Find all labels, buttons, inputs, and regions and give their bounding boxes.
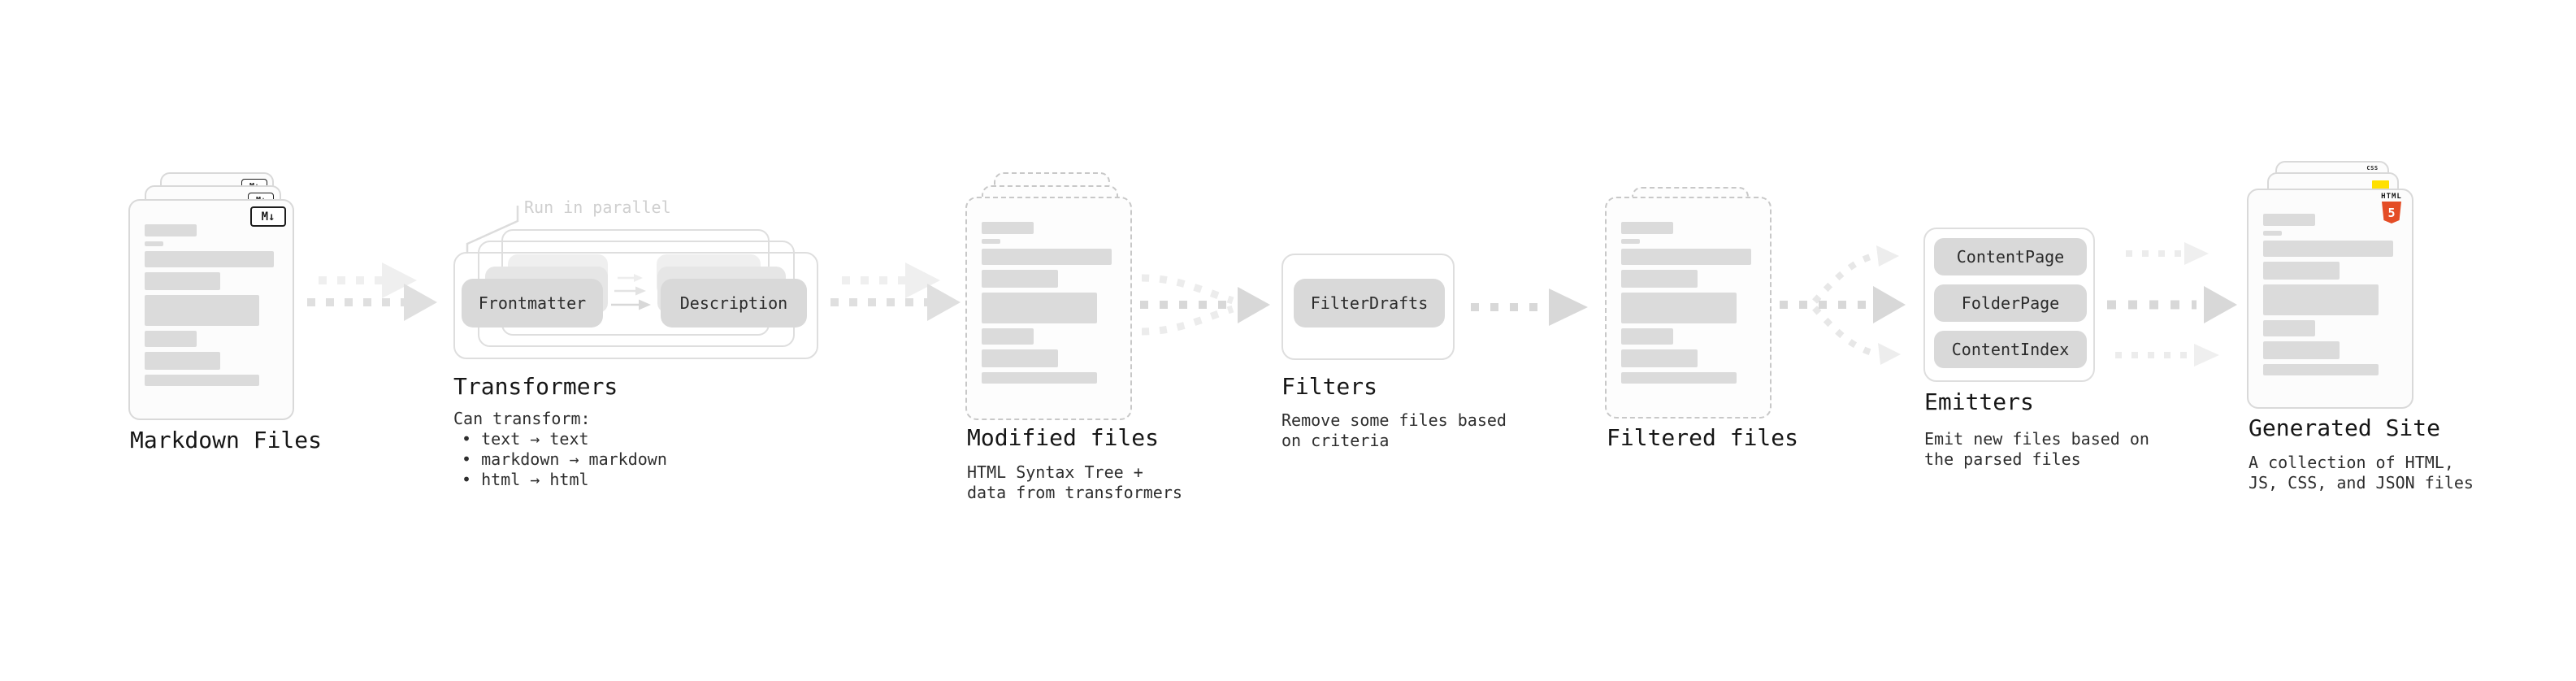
stage-details-emitters: Emit new files based on the parsed files [1924, 429, 2149, 470]
document-text-skeleton [1621, 222, 1755, 384]
arrow-modified-to-filters [1140, 274, 1270, 336]
stage-details-filters: Remove some files based on criteria [1281, 410, 1507, 451]
stage-title-transformers: Transformers [453, 373, 618, 400]
stage-details-generated-site: A collection of HTML, JS, CSS, and JSON … [2249, 453, 2474, 493]
details-line: Emit new files based on [1924, 429, 2149, 449]
emitter-pill-contentindex: ContentIndex [1934, 331, 2087, 368]
text-line-placeholder [2263, 364, 2379, 375]
js-file-icon [2372, 180, 2389, 190]
css-badge-label: CSS [2366, 165, 2379, 171]
text-line-placeholder [145, 224, 197, 236]
text-line-placeholder [982, 270, 1059, 288]
details-line: Remove some files based [1281, 410, 1507, 430]
details-line: JS, CSS, and JSON files [2249, 473, 2474, 492]
text-line-placeholder [982, 249, 1112, 265]
arrow-filtered-to-emitters [1780, 245, 1906, 365]
details-line: A collection of HTML, [2249, 453, 2454, 472]
html5-shield-icon: 5 [2382, 202, 2401, 223]
transformer-pill-description: Description [661, 279, 807, 327]
text-line-placeholder [1621, 239, 1641, 244]
stage-title-markdown-files: Markdown Files [130, 427, 323, 453]
arrow-markdown-to-transformers [307, 262, 437, 321]
text-line-placeholder [2263, 214, 2316, 226]
html5-badge-label: HTML [2381, 193, 2402, 201]
text-line-placeholder [1621, 293, 1737, 323]
markdown-badge-icon: M↓ [250, 206, 286, 227]
details-line: data from transformers [967, 483, 1182, 502]
emitter-pill-folderpage: FolderPage [1934, 284, 2087, 322]
html5-file-icon: HTML 5 [2381, 193, 2402, 223]
text-line-placeholder [145, 272, 221, 290]
filters-box [1281, 254, 1455, 360]
text-line-placeholder [2263, 284, 2379, 315]
annotation-leader-line [466, 206, 519, 254]
filtered-file-card [1605, 197, 1772, 419]
text-line-placeholder [2263, 241, 2394, 257]
markdown-file-card: M↓ [128, 199, 294, 420]
text-line-placeholder [982, 222, 1034, 234]
run-in-parallel-annotation: Run in parallel [524, 197, 671, 217]
text-line-placeholder [2263, 231, 2283, 236]
parallel-flow-arrows-icon [611, 274, 651, 310]
document-text-skeleton [145, 224, 278, 386]
text-line-placeholder [1621, 222, 1674, 234]
html5-numeral: 5 [2387, 205, 2396, 220]
details-line: Can transform: [453, 409, 591, 428]
stage-title-generated-site: Generated Site [2249, 414, 2441, 441]
document-text-skeleton [982, 222, 1116, 384]
text-line-placeholder [1621, 349, 1698, 367]
arrow-filters-to-filtered [1471, 288, 1588, 326]
emitters-box [1923, 228, 2095, 382]
text-line-placeholder [145, 352, 221, 370]
text-line-placeholder [1621, 270, 1698, 288]
details-line: • text → text [462, 429, 589, 449]
text-line-placeholder [145, 251, 275, 267]
text-line-placeholder [2263, 262, 2340, 280]
stage-title-filtered-files: Filtered files [1607, 424, 1799, 451]
text-line-placeholder [2263, 341, 2340, 359]
filter-pill-filterdrafts: FilterDrafts [1294, 279, 1445, 327]
modified-file-card [965, 197, 1132, 420]
stage-details-transformers: Can transform: • text → text • markdown … [453, 409, 667, 490]
transformer-run-box-front [453, 252, 818, 359]
details-line: • html → html [462, 470, 589, 489]
text-line-placeholder [982, 239, 1001, 244]
text-line-placeholder [982, 372, 1097, 384]
stage-details-modified-files: HTML Syntax Tree + data from transformer… [967, 462, 1182, 503]
text-line-placeholder [2263, 320, 2316, 336]
details-line: the parsed files [1924, 449, 2081, 469]
text-line-placeholder [145, 375, 260, 386]
details-line: on criteria [1281, 431, 1390, 450]
stage-title-filters: Filters [1281, 373, 1378, 400]
transformer-pill-frontmatter: Frontmatter [462, 279, 603, 327]
stage-title-emitters: Emitters [1924, 388, 2034, 415]
details-line: HTML Syntax Tree + [967, 462, 1143, 482]
emitter-pill-contentpage: ContentPage [1934, 238, 2087, 275]
text-line-placeholder [982, 328, 1034, 345]
generated-site-card: HTML 5 [2247, 189, 2413, 409]
arrow-emitters-to-generated [2107, 242, 2237, 367]
text-line-placeholder [1621, 372, 1737, 384]
arrow-transformers-to-modified [830, 262, 961, 321]
text-line-placeholder [982, 293, 1097, 323]
text-line-placeholder [982, 349, 1059, 367]
stage-title-modified-files: Modified files [967, 424, 1160, 451]
text-line-placeholder [1621, 328, 1674, 345]
text-line-placeholder [145, 331, 197, 347]
text-line-placeholder [1621, 249, 1752, 265]
details-line: • markdown → markdown [462, 449, 667, 469]
text-line-placeholder [145, 295, 260, 326]
text-line-placeholder [145, 241, 163, 246]
document-text-skeleton [2263, 214, 2397, 375]
